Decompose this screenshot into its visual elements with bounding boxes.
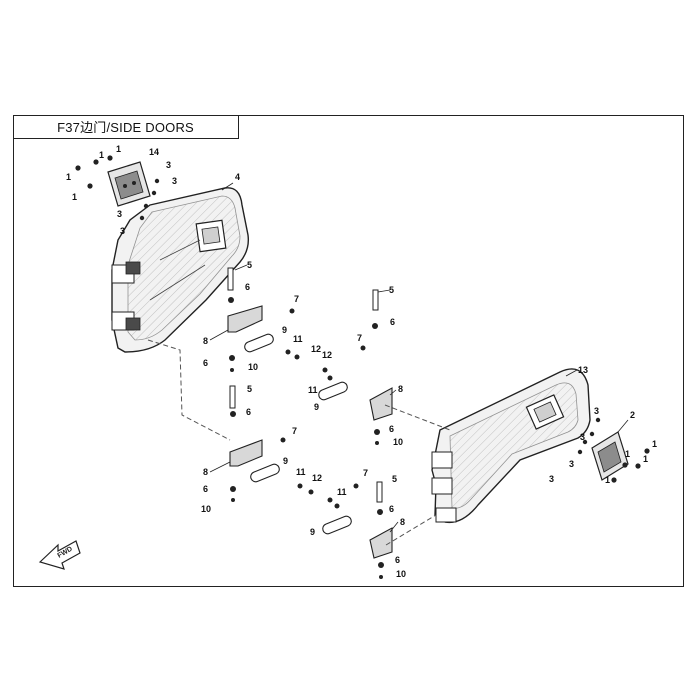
left-latch-fasteners: [75, 155, 160, 221]
callout-7: 7: [357, 333, 362, 343]
callout-3: 3: [117, 209, 122, 219]
callout-1: 1: [99, 150, 104, 160]
callout-7: 7: [363, 468, 368, 478]
right-side-door: [431, 368, 591, 524]
callout-8: 8: [203, 467, 208, 477]
callout-3: 3: [120, 226, 125, 236]
callout-labels: 1 1 1 1 14 3 3 3 3 4 5 6 7 8 9 11 12 6 1…: [66, 144, 657, 579]
callout-6: 6: [395, 555, 400, 565]
callout-12: 12: [311, 344, 321, 354]
callout-7: 7: [294, 294, 299, 304]
callout-9: 9: [310, 527, 315, 537]
callout-9: 9: [282, 325, 287, 335]
callout-6: 6: [389, 424, 394, 434]
callout-12: 12: [312, 473, 322, 483]
callout-6: 6: [246, 407, 251, 417]
callout-3: 3: [594, 406, 599, 416]
callout-4: 4: [235, 172, 240, 182]
callout-8: 8: [400, 517, 405, 527]
callout-3: 3: [580, 432, 585, 442]
hinge-left-lower: [229, 385, 314, 502]
callout-6: 6: [203, 484, 208, 494]
hinge-left-upper: [227, 267, 300, 372]
callout-3: 3: [172, 176, 177, 186]
left-door-latch: [107, 161, 151, 207]
callout-11: 11: [296, 467, 306, 477]
callout-11: 11: [308, 385, 318, 395]
callout-10: 10: [248, 362, 258, 372]
callout-6: 6: [389, 504, 394, 514]
callout-1: 1: [605, 475, 610, 485]
callout-10: 10: [201, 504, 211, 514]
callout-8: 8: [203, 336, 208, 346]
alignment-guides: [147, 339, 451, 546]
callout-6: 6: [203, 358, 208, 368]
callout-10: 10: [396, 569, 406, 579]
callout-3: 3: [549, 474, 554, 484]
callout-1: 1: [625, 449, 630, 459]
diagram-frame: [13, 115, 684, 587]
right-door-latch: [591, 431, 629, 481]
callout-1: 1: [72, 192, 77, 202]
callout-5: 5: [392, 474, 397, 484]
callout-11: 11: [293, 334, 303, 344]
callout-1: 1: [652, 439, 657, 449]
hinge-right-upper: [318, 289, 393, 445]
callout-5: 5: [247, 384, 252, 394]
left-side-door: [111, 187, 250, 353]
callout-14: 14: [149, 147, 159, 157]
callout-1: 1: [66, 172, 71, 182]
callout-10: 10: [393, 437, 403, 447]
callout-5: 5: [389, 285, 394, 295]
callout-9: 9: [283, 456, 288, 466]
hinge-right-lower: [322, 481, 393, 579]
fwd-arrow-icon: FWD: [38, 540, 81, 570]
callout-8: 8: [398, 384, 403, 394]
callout-3: 3: [569, 459, 574, 469]
callout-5: 5: [247, 260, 252, 270]
leader-lines: [209, 182, 629, 533]
callout-11: 11: [337, 487, 347, 497]
right-latch-fasteners: [577, 417, 650, 483]
callout-3: 3: [166, 160, 171, 170]
callout-1: 1: [643, 454, 648, 464]
callout-12: 12: [322, 350, 332, 360]
callout-2: 2: [630, 410, 635, 420]
callout-6: 6: [390, 317, 395, 327]
diagram-title: F37边门/SIDE DOORS: [13, 115, 239, 139]
callout-6: 6: [245, 282, 250, 292]
callout-13: 13: [578, 365, 588, 375]
callout-9: 9: [314, 402, 319, 412]
callout-7: 7: [292, 426, 297, 436]
callout-1: 1: [116, 144, 121, 154]
